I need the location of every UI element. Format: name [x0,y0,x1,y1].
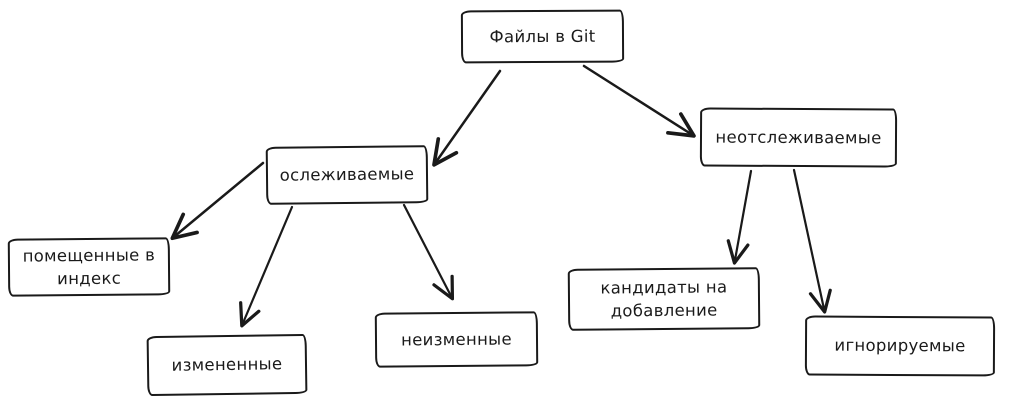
arrow-tracked-to-modified [239,205,294,328]
node-ignored: игнорируемые [804,315,996,377]
node-label: Файлы в Git [489,26,596,47]
node-label: ослеживаемые [279,164,415,186]
arrow-tracked-to-staged [170,161,265,241]
node-modified: измененные [146,333,308,397]
node-label: измененные [171,354,283,376]
node-label: помещенные в индекс [22,245,156,289]
node-files-in-git: Файлы в Git [460,9,625,64]
node-tracked: ослеживаемые [265,145,429,205]
arrow-untracked-to-candidates [726,169,753,265]
node-label: игнорируемые [834,336,966,356]
node-label: кандидаты на добавление [600,277,728,321]
arrow-tracked-to-unmodified [402,203,455,301]
node-unmodified: неизменные [374,311,539,368]
node-untracked: неотслеживаемые [699,107,898,168]
node-label: неизменные [401,329,512,350]
arrow-files-to-untracked [582,64,696,138]
node-add-candidates: кандидаты на добавление [567,267,761,331]
arrow-untracked-to-ignored [792,168,832,314]
node-label: неотслеживаемые [715,127,882,148]
node-staged-in-index: помещенные в индекс [7,237,171,297]
arrow-files-to-tracked [432,69,502,167]
